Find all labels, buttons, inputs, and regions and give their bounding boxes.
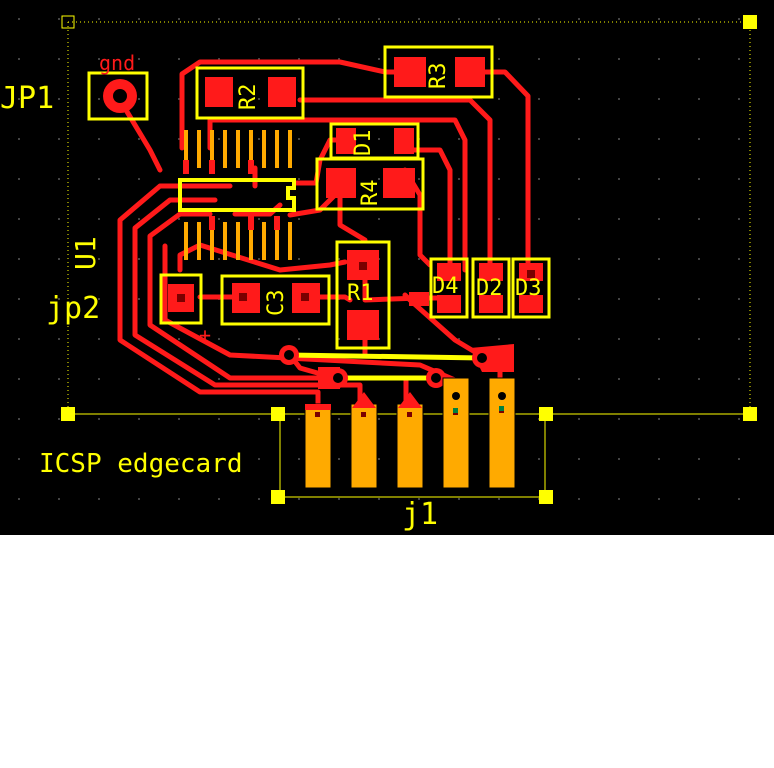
j1-edgecard <box>279 377 546 498</box>
label-d4: D4 <box>432 274 459 299</box>
label-d1: D1 <box>351 129 376 157</box>
r4-resistor <box>315 157 425 211</box>
corner-markers <box>61 15 757 504</box>
d4-led <box>429 257 469 319</box>
label-jp2: jp2 <box>46 291 101 326</box>
j1-contact-arrows <box>305 392 422 410</box>
jp1-pad <box>87 71 149 121</box>
pcb-board: JP1 gnd R2 R3 D1 R4 U1 jp2 C3 R1 D4 D2 D… <box>0 0 774 535</box>
r2-resistor <box>195 66 305 120</box>
label-j1: j1 <box>402 497 439 532</box>
board-outline <box>67 21 751 414</box>
origin-marker <box>61 15 75 29</box>
d1-diode <box>329 122 420 160</box>
label-r2: R2 <box>236 83 261 111</box>
r1-resistor <box>335 240 391 350</box>
label-c3: C3 <box>264 289 289 317</box>
label-jp1: JP1 <box>0 81 55 116</box>
label-plus: + <box>199 323 212 347</box>
jumper-wires <box>288 352 483 381</box>
j1-hole <box>498 392 506 400</box>
u1-pin-traces <box>183 160 280 230</box>
label-icsp-edgecard: ICSP edgecard <box>39 449 243 479</box>
label-r3: R3 <box>426 62 451 90</box>
vias <box>279 344 514 389</box>
u1-chip <box>178 130 296 260</box>
c3-capacitor <box>220 274 331 326</box>
d3-led <box>511 257 551 319</box>
pcb-layout-canvas <box>0 0 774 535</box>
label-r4: R4 <box>358 179 383 207</box>
u1-bottom-pins <box>184 222 292 260</box>
j1-hole-2 <box>452 392 460 400</box>
label-gnd: gnd <box>99 51 136 75</box>
d2-led <box>471 257 511 319</box>
label-d2: D2 <box>476 276 503 301</box>
label-r1: R1 <box>347 281 374 306</box>
u1-top-pins <box>184 130 292 168</box>
extra-pad <box>409 292 429 306</box>
r3-resistor <box>383 45 494 99</box>
label-u1: U1 <box>69 236 102 270</box>
jp2-pad <box>159 273 203 325</box>
j1-test-points <box>453 406 504 413</box>
label-d3: D3 <box>515 276 542 301</box>
u1-outline <box>178 178 296 212</box>
empty-canvas-area <box>0 535 774 768</box>
